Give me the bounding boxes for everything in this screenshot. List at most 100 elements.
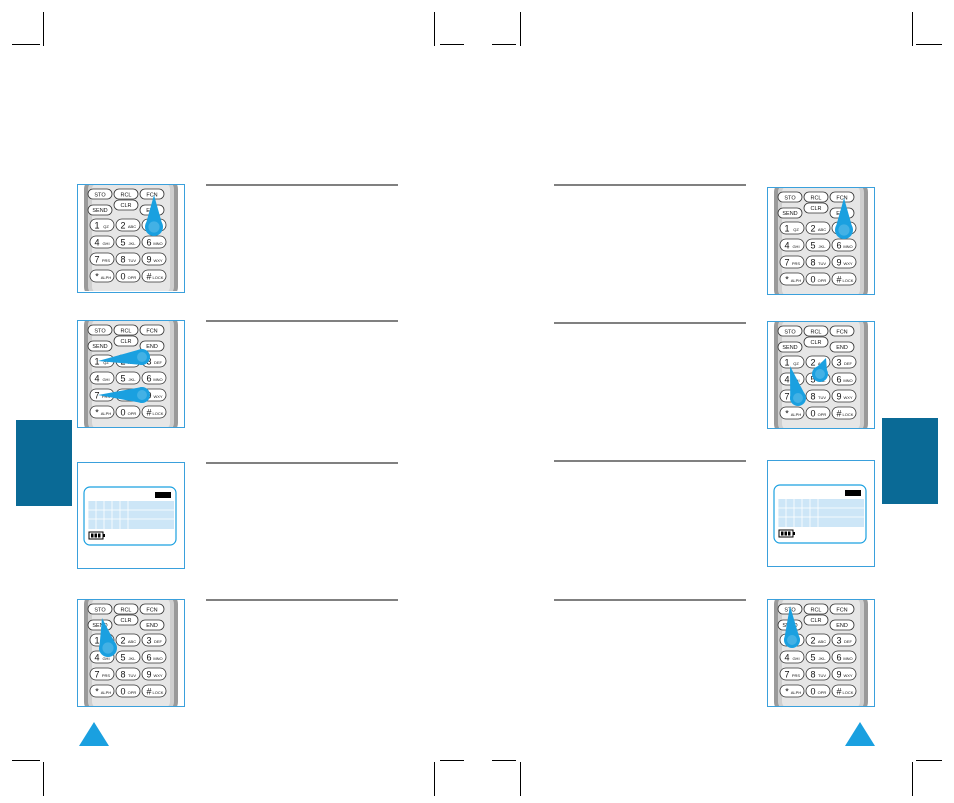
key-rcl: RCL xyxy=(803,325,829,337)
svg-text:6: 6 xyxy=(836,241,841,251)
svg-text:ALPH: ALPH xyxy=(791,412,802,417)
svg-text:FCN: FCN xyxy=(836,196,847,202)
crop-mark xyxy=(492,44,516,45)
svg-text:CLR: CLR xyxy=(810,618,821,624)
key-*: *ALPH xyxy=(779,406,805,420)
svg-text:8: 8 xyxy=(810,258,815,268)
page-corner-triangle-icon xyxy=(79,722,109,746)
svg-text:GHI: GHI xyxy=(102,241,109,246)
svg-text:ALPH: ALPH xyxy=(791,690,802,695)
svg-text:3: 3 xyxy=(836,358,841,368)
svg-text:DEF: DEF xyxy=(844,639,853,644)
svg-text:MNO: MNO xyxy=(843,656,852,661)
svg-text:8: 8 xyxy=(120,670,125,680)
svg-text:3: 3 xyxy=(146,357,151,367)
key-rcl: RCL xyxy=(113,188,139,200)
key-send: SEND xyxy=(777,207,803,219)
key-clr: CLR xyxy=(113,199,139,211)
svg-text:9: 9 xyxy=(836,670,841,680)
svg-text:*: * xyxy=(95,687,99,697)
svg-text:8: 8 xyxy=(120,255,125,265)
key-5: 5 JKL xyxy=(115,650,141,664)
section-rule xyxy=(206,462,398,464)
svg-text:STO: STO xyxy=(784,330,796,336)
svg-text:#: # xyxy=(836,409,841,419)
keypad-illustration-5: STORCLFCNSENDCLREND1QZ2ABC3DEF4GHI5JKL6M… xyxy=(767,321,875,429)
keypad-illustration-1: STORCLFCNSENDCLREND1QZ2ABC3DEF4GHI5JKL6M… xyxy=(77,184,185,293)
svg-text:2: 2 xyxy=(120,221,125,231)
crop-mark xyxy=(43,762,44,796)
svg-text:WXY: WXY xyxy=(843,395,852,400)
svg-text:#: # xyxy=(146,408,151,418)
display-svg xyxy=(83,486,177,546)
crop-mark xyxy=(520,762,521,796)
key-end: END xyxy=(139,619,165,631)
svg-text:GHI: GHI xyxy=(102,377,109,382)
svg-text:RCL: RCL xyxy=(810,608,821,614)
status-badge xyxy=(155,492,171,498)
svg-text:STO: STO xyxy=(94,193,106,199)
svg-text:ABC: ABC xyxy=(818,639,826,644)
svg-text:PRS: PRS xyxy=(792,261,801,266)
svg-text:5: 5 xyxy=(120,653,125,663)
svg-text:OPR: OPR xyxy=(818,690,827,695)
key-fcn: FCN xyxy=(139,188,165,200)
key-#: #LOCK xyxy=(141,405,167,419)
svg-text:5: 5 xyxy=(120,374,125,384)
svg-text:LOCK: LOCK xyxy=(843,690,854,695)
svg-text:6: 6 xyxy=(146,653,151,663)
svg-text:6: 6 xyxy=(836,375,841,385)
crop-mark xyxy=(43,12,44,46)
svg-text:CLR: CLR xyxy=(120,618,131,624)
svg-text:#: # xyxy=(836,687,841,697)
svg-text:SEND: SEND xyxy=(782,211,797,217)
svg-text:JKL: JKL xyxy=(129,656,137,661)
crop-mark xyxy=(12,760,40,761)
svg-text:STO: STO xyxy=(94,329,106,335)
svg-text:DEF: DEF xyxy=(844,361,853,366)
display-svg xyxy=(773,484,867,544)
svg-text:WXY: WXY xyxy=(153,258,162,263)
svg-text:4: 4 xyxy=(784,375,789,385)
svg-text:END: END xyxy=(836,623,848,629)
svg-text:FCN: FCN xyxy=(836,608,847,614)
svg-text:LOCK: LOCK xyxy=(843,278,854,283)
battery-icon xyxy=(88,531,105,540)
svg-text:WXY: WXY xyxy=(153,394,162,399)
svg-text:OPR: OPR xyxy=(128,690,137,695)
keypad-svg: STORCLFCNSENDCLREND1QZ2ABC3DEF4GHI5JKL6M… xyxy=(84,600,178,706)
svg-text:7: 7 xyxy=(784,258,789,268)
svg-text:STO: STO xyxy=(784,196,796,202)
svg-text:8: 8 xyxy=(810,670,815,680)
svg-text:TUV: TUV xyxy=(818,395,826,400)
key-sto: STO xyxy=(87,603,113,615)
svg-text:MNO: MNO xyxy=(153,241,162,246)
crop-mark xyxy=(434,12,435,46)
svg-text:#: # xyxy=(836,275,841,285)
key-rcl: RCL xyxy=(803,191,829,203)
svg-text:ALPH: ALPH xyxy=(101,275,112,280)
key-#: #LOCK xyxy=(831,684,857,698)
svg-text:JKL: JKL xyxy=(819,244,827,249)
key-fcn: FCN xyxy=(829,325,855,337)
phone-display-illustration-2 xyxy=(767,460,875,567)
svg-text:6: 6 xyxy=(146,238,151,248)
